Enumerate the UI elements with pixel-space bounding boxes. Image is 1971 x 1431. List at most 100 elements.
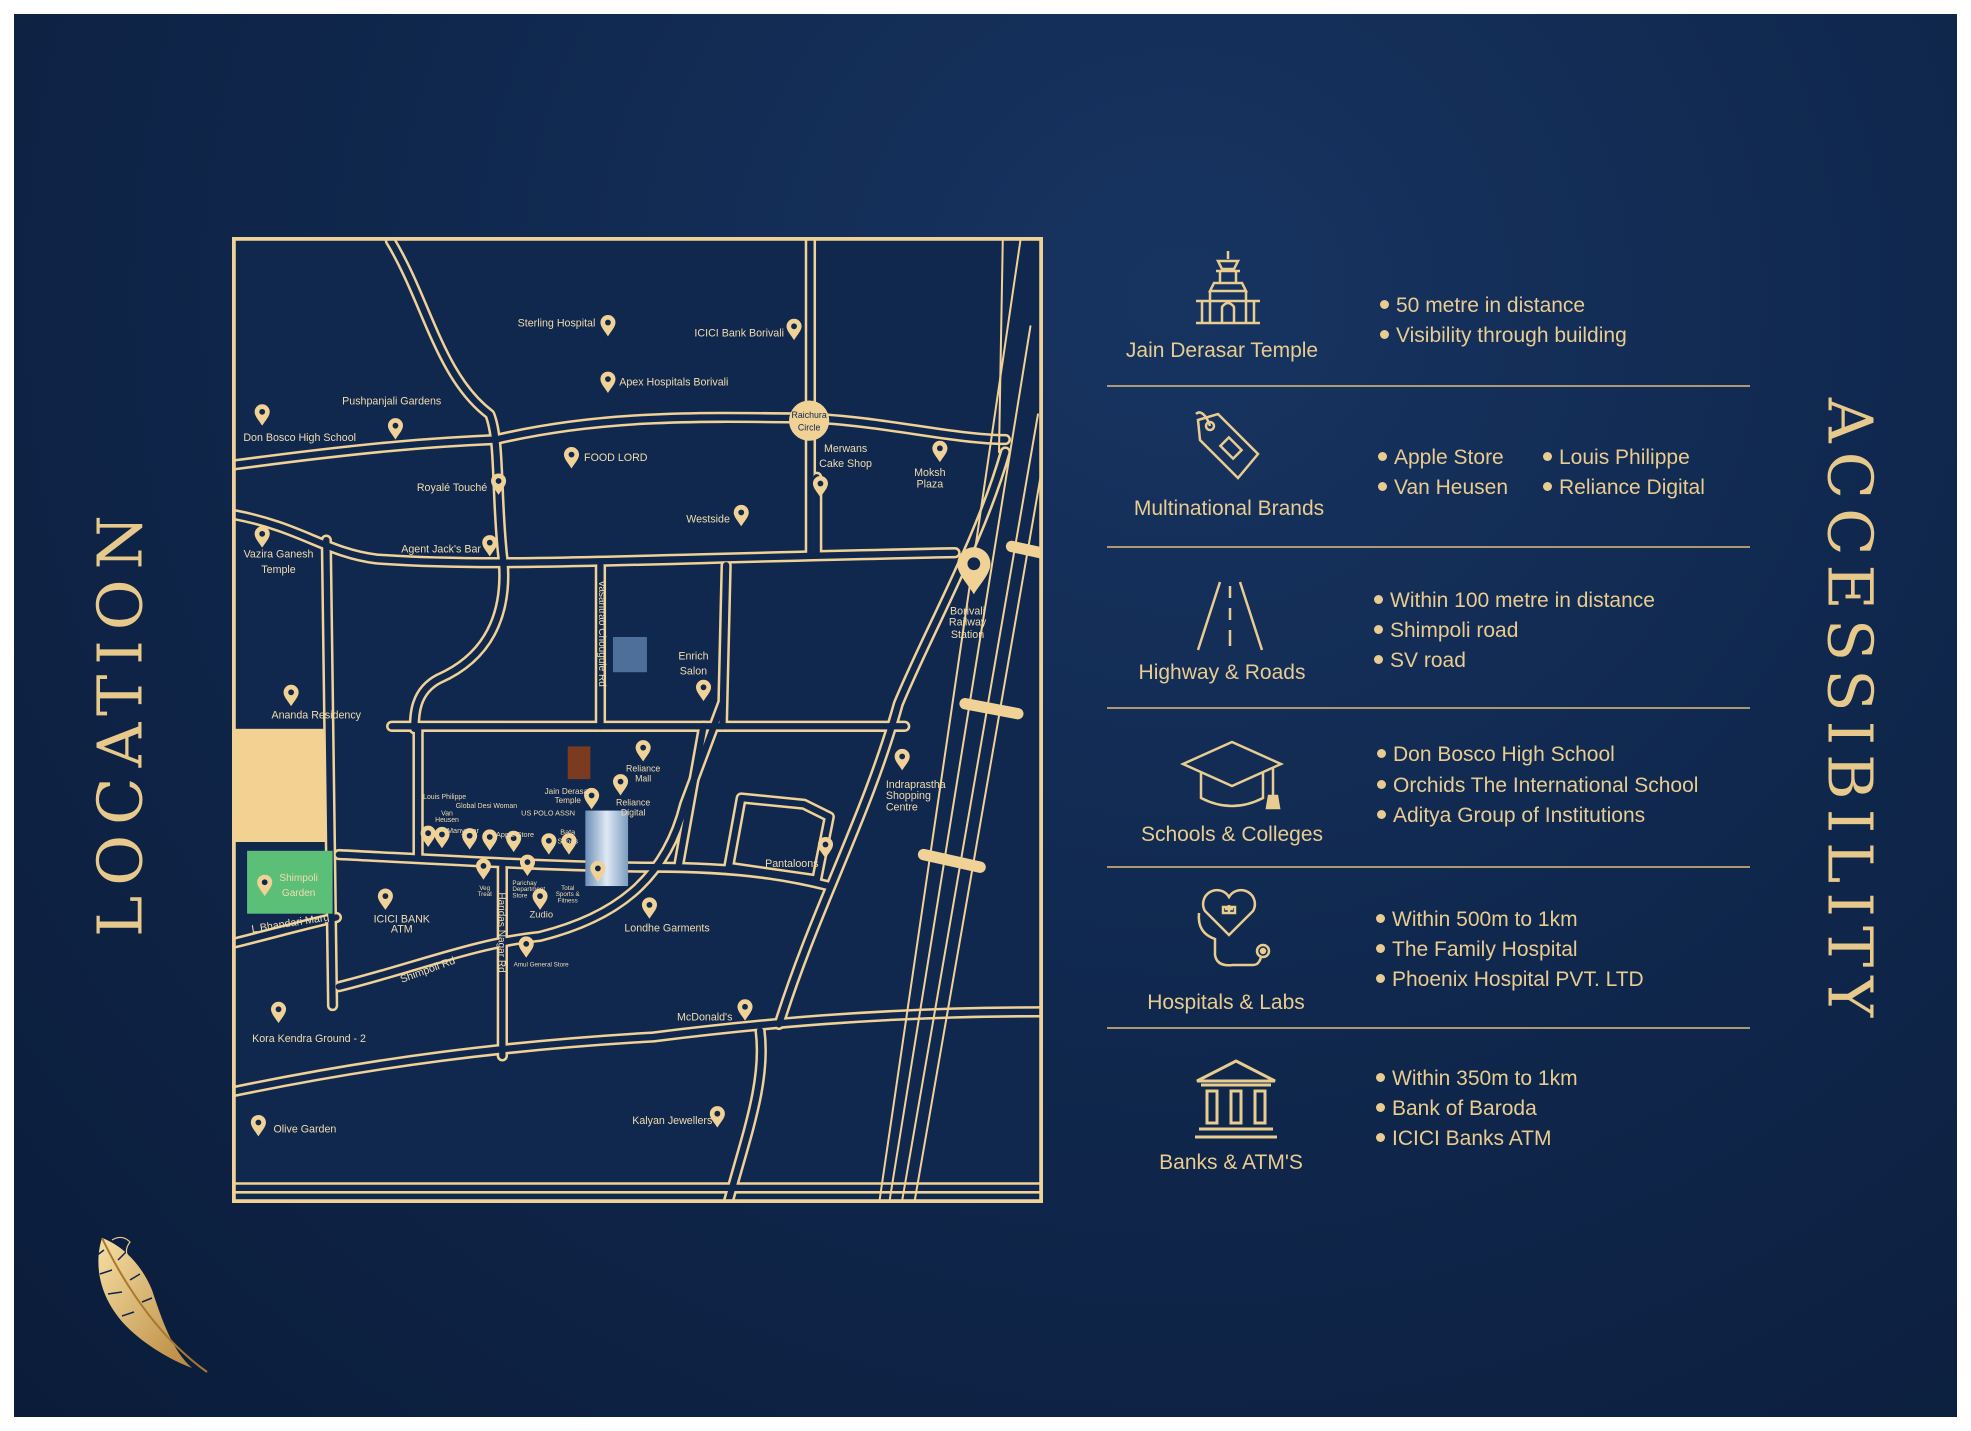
map-label: Circle: [798, 423, 821, 433]
map-frame: [232, 237, 1043, 1203]
map-label: Sports &: [556, 891, 581, 898]
map-label: Van: [441, 811, 453, 818]
road-label: Vasantrao Chougule Rd: [596, 580, 607, 687]
map-label: Department: [512, 886, 545, 893]
bullet-item: 50 metre in distance: [1380, 294, 1585, 318]
project-building-image: [585, 810, 629, 887]
map-label: Sterling Hospital: [518, 317, 596, 329]
map-label: Salon: [680, 666, 707, 678]
map-label: ICICI BANK: [374, 914, 430, 926]
beige-block: [232, 728, 333, 843]
bullet-item: Reliance Digital: [1543, 476, 1705, 500]
bullet-item: Van Heusen: [1378, 476, 1508, 500]
bullet-item: Shimpoli road: [1374, 619, 1518, 643]
bullet-item: The Family Hospital: [1376, 938, 1578, 962]
map-label: Station: [951, 629, 984, 641]
map-label: Cake Shop: [819, 458, 872, 470]
map-label: Temple: [555, 796, 582, 805]
map-label: Pushpanjali Gardens: [342, 395, 441, 407]
divider: [1107, 385, 1750, 387]
map-label: Amul General Store: [514, 962, 570, 969]
bullet-item: ICICI Banks ATM: [1376, 1127, 1551, 1151]
bullet-item: Orchids The International School: [1377, 774, 1698, 798]
road-icon: [1196, 581, 1264, 651]
map-label: Raichura: [792, 410, 827, 420]
divider: [1107, 866, 1750, 868]
map-label: Parichay: [512, 880, 537, 887]
map-label: Plaza: [916, 478, 943, 490]
map-label: Mall: [635, 774, 651, 784]
map-label: Vazira Ganesh: [244, 549, 314, 561]
map-label: Shimpoli: [279, 873, 318, 884]
map-label: Indraprastha: [886, 779, 946, 791]
map-label: Fitness: [558, 897, 578, 904]
divider: [1107, 546, 1750, 548]
map-label: Apple Store: [496, 830, 534, 839]
category-label-brands: Multinational Brands: [1133, 497, 1325, 520]
bullet-item: Within 500m to 1km: [1376, 908, 1578, 932]
map-label: FOOD LORD: [584, 452, 648, 464]
map-label: Jain Derasar: [545, 787, 592, 796]
map-label: Treat: [478, 891, 493, 898]
map-label: Agent Jack's Bar: [401, 544, 481, 556]
map-label: Manyavar: [447, 826, 480, 835]
map-label: ATM: [391, 924, 413, 936]
map-label: Centre: [886, 802, 918, 814]
bullet-item: Don Bosco High School: [1377, 743, 1615, 767]
map-label: McDonald's: [677, 1012, 732, 1024]
map-label: Kora Kendra Ground - 2: [252, 1033, 366, 1045]
location-title: LOCATION: [83, 505, 157, 937]
bullet-item: Visibility through building: [1380, 324, 1627, 348]
temple-image: [567, 746, 591, 780]
map-label: Borivali: [950, 605, 985, 617]
map-label: Shoes: [557, 836, 578, 845]
tag-icon: [1195, 411, 1260, 480]
map-label: US POLO ASSN: [521, 809, 575, 818]
map-label: Pantaloons: [765, 858, 818, 870]
map-labels: Sterling Hospital ICICI Bank Borivali Ap…: [243, 317, 987, 1135]
temple-icon: [1196, 251, 1260, 325]
map-label: Bata: [560, 827, 576, 836]
bullet-item: SV road: [1374, 649, 1466, 673]
bullet-item: Within 350m to 1km: [1376, 1067, 1578, 1091]
bullet-item: Bank of Baroda: [1376, 1097, 1537, 1121]
map-label: Reliance: [616, 798, 650, 808]
road-label: Haridas Nagar Rd: [496, 892, 507, 972]
map-label: Heusen: [435, 817, 459, 824]
map-label: Westside: [686, 514, 730, 526]
bullet-item: Phoenix Hospital PVT. LTD: [1376, 968, 1644, 992]
bullet-item: Aditya Group of Institutions: [1377, 804, 1645, 828]
map-label: Ananda Residency: [271, 710, 361, 722]
blue-block: [612, 636, 647, 673]
accessibility-title: ACCESSIBILITY: [1813, 397, 1887, 1027]
map-label: Zudio: [530, 908, 554, 919]
divider: [1107, 707, 1750, 709]
map-label: Railway: [949, 617, 987, 629]
bank-icon: [1195, 1059, 1277, 1139]
map-label: Total: [561, 885, 574, 892]
raichura-circle-marker: [789, 400, 830, 441]
location-map[interactable]: Sterling Hospital ICICI Bank Borivali Ap…: [232, 237, 1043, 1203]
map-label: Shopping: [886, 790, 931, 802]
map-label: Olive Garden: [273, 1124, 336, 1136]
map-label: Moksh: [914, 467, 945, 479]
feather-icon: [95, 1236, 208, 1373]
map-label: Enrich: [678, 651, 708, 663]
map-label: Digital: [621, 808, 645, 818]
map-label: Louis Philippe: [423, 794, 466, 801]
map-label: Veg: [479, 885, 490, 892]
map-label: Apex Hospitals Borivali: [619, 376, 728, 388]
map-label: Store: [512, 892, 527, 899]
map-label: Merwans: [824, 443, 867, 455]
map-label: Don Bosco High School: [243, 432, 356, 444]
category-label-roads: Highway & Roads: [1138, 661, 1306, 684]
bullet-item: Within 100 metre in distance: [1374, 589, 1655, 613]
bullet-item: Apple Store: [1378, 446, 1504, 470]
map-label: Kalyan Jewellers: [632, 1115, 712, 1127]
map-label: Global Desi Woman: [456, 803, 517, 810]
map-label: Temple: [261, 564, 295, 576]
category-label-temple: Jain Derasar Temple: [1125, 339, 1319, 362]
map-label: Reliance: [626, 764, 660, 774]
stethoscope-heart-icon: [1197, 888, 1271, 967]
map-label: Garden: [282, 888, 316, 899]
